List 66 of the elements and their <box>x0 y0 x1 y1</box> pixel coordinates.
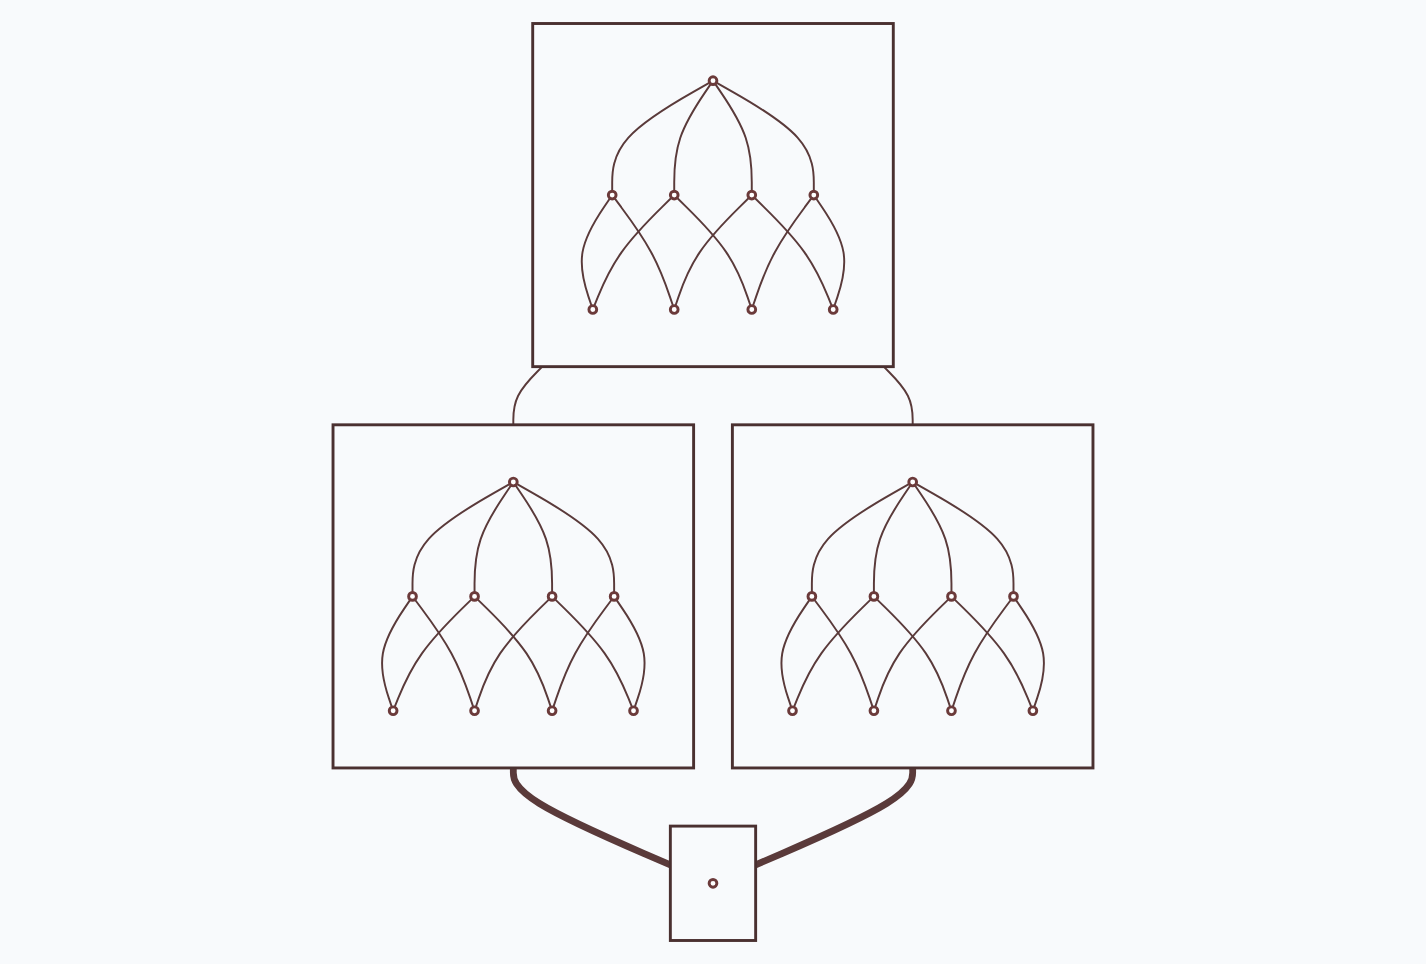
node-circle <box>707 75 719 87</box>
node-circle <box>668 304 680 315</box>
node-circle <box>546 705 558 717</box>
connector <box>553 598 633 709</box>
connector <box>815 197 846 307</box>
connector <box>515 482 616 594</box>
connector <box>613 197 674 307</box>
cluster <box>730 423 1095 770</box>
connector <box>381 598 412 709</box>
node-circle <box>608 591 620 602</box>
connector <box>953 598 1033 709</box>
node-circle <box>746 189 758 201</box>
node-circle <box>546 591 558 602</box>
connector <box>913 484 953 594</box>
connector <box>753 196 833 307</box>
node-circle <box>606 189 618 201</box>
node-circle <box>508 476 519 488</box>
connector <box>754 767 917 868</box>
connector <box>872 484 912 594</box>
node-circle <box>668 189 680 201</box>
cluster <box>331 423 696 770</box>
connector <box>673 82 712 193</box>
connector <box>813 598 874 709</box>
connector <box>793 598 873 709</box>
node-circle <box>746 304 758 315</box>
connector <box>393 598 473 709</box>
connector <box>715 81 815 193</box>
connector <box>915 482 1015 594</box>
connector <box>580 197 611 307</box>
node-circle <box>407 591 418 602</box>
node-circle <box>868 591 880 602</box>
node-circle <box>806 591 818 602</box>
connector <box>413 598 475 709</box>
cluster <box>668 824 758 942</box>
node-circle <box>469 705 480 717</box>
node-circle <box>387 705 399 717</box>
connector <box>552 598 613 709</box>
node-circle <box>907 476 918 488</box>
node-circle <box>808 189 820 201</box>
node-circle <box>946 705 957 717</box>
node-circle <box>469 591 480 602</box>
connector <box>509 767 672 868</box>
connector <box>714 82 753 193</box>
node-circle <box>787 705 798 717</box>
node-circle <box>827 304 839 315</box>
node-circle <box>628 705 639 717</box>
node-circle <box>946 591 957 602</box>
connector <box>512 365 544 426</box>
node-circle <box>587 304 599 315</box>
node-circle <box>868 705 880 717</box>
connector <box>514 484 554 594</box>
connector <box>1014 598 1045 709</box>
node-circle <box>1027 705 1039 717</box>
connector <box>411 482 511 594</box>
connector <box>780 598 811 709</box>
connector <box>882 365 914 426</box>
connector <box>810 482 911 594</box>
node-circle <box>707 877 719 889</box>
connector <box>593 196 673 307</box>
connector <box>473 484 513 594</box>
connector <box>611 81 711 193</box>
node-circle <box>1008 591 1019 602</box>
connector <box>752 197 813 307</box>
connector <box>951 598 1013 709</box>
connector <box>615 598 646 709</box>
cluster <box>531 22 895 369</box>
